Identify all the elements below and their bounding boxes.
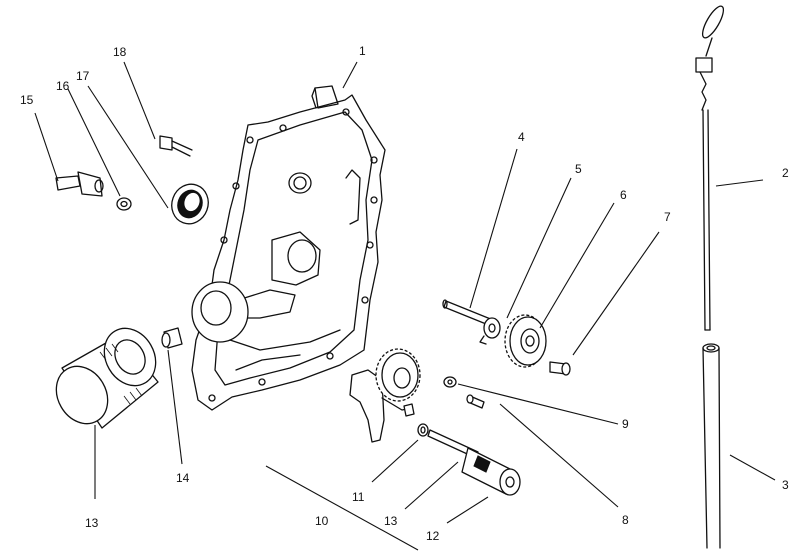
callout-11: 11 xyxy=(352,490,365,504)
oil-filter xyxy=(55,327,159,429)
leader-17 xyxy=(87,85,169,209)
sealing-washer xyxy=(116,197,132,211)
callout-13-filter: 13 xyxy=(85,516,99,530)
leader-14 xyxy=(167,349,183,465)
callout-15: 15 xyxy=(20,93,34,107)
elbow-fitting xyxy=(55,171,104,197)
small-screw xyxy=(466,394,485,409)
leader-16 xyxy=(67,88,121,197)
callout-14: 14 xyxy=(176,471,190,485)
leader-4 xyxy=(469,148,518,309)
callout-13-shaft: 13 xyxy=(384,514,398,528)
callout-12: 12 xyxy=(426,529,440,543)
callout-4: 4 xyxy=(518,130,525,144)
leader-15 xyxy=(34,112,59,182)
idler-gear xyxy=(504,314,547,368)
gear-case-cover xyxy=(191,85,386,411)
leader-7 xyxy=(572,231,660,356)
cover-bolt xyxy=(159,135,193,157)
flat-washer xyxy=(443,376,457,388)
callout-1: 1 xyxy=(359,44,366,58)
leader-2 xyxy=(715,179,764,187)
leader-8 xyxy=(499,403,619,508)
leader-5 xyxy=(506,177,572,319)
pump-rotor xyxy=(461,447,521,496)
leader-10 xyxy=(265,465,419,551)
leader-3 xyxy=(729,454,776,481)
callout-10: 10 xyxy=(315,514,329,528)
dipstick-tube xyxy=(702,343,721,549)
callout-17: 17 xyxy=(76,69,90,83)
callout-6: 6 xyxy=(620,188,627,202)
o-ring xyxy=(417,423,429,437)
leader-6 xyxy=(539,202,615,329)
dipstick xyxy=(695,5,725,331)
callout-18: 18 xyxy=(113,45,127,59)
drain-plug xyxy=(161,327,183,349)
callout-2: 2 xyxy=(782,166,789,180)
leader-11 xyxy=(371,439,419,483)
callout-5: 5 xyxy=(575,162,582,176)
callout-8: 8 xyxy=(622,513,629,527)
thrust-washer xyxy=(479,317,501,345)
callout-16: 16 xyxy=(56,79,70,93)
leader-lines xyxy=(34,61,776,551)
leader-12 xyxy=(446,496,489,524)
leader-13b xyxy=(404,461,459,510)
oil-seal xyxy=(171,183,209,225)
callout-numbers: 1 2 3 4 5 6 7 8 9 10 11 12 13 13 14 15 1… xyxy=(20,44,789,543)
leader-1 xyxy=(342,61,358,89)
leader-9 xyxy=(457,383,619,425)
oil-pump-assembly xyxy=(349,348,421,443)
leader-18 xyxy=(123,61,156,140)
callout-9: 9 xyxy=(622,417,629,431)
callout-7: 7 xyxy=(664,210,671,224)
gear-bolt xyxy=(549,361,571,376)
callout-3: 3 xyxy=(782,478,789,492)
